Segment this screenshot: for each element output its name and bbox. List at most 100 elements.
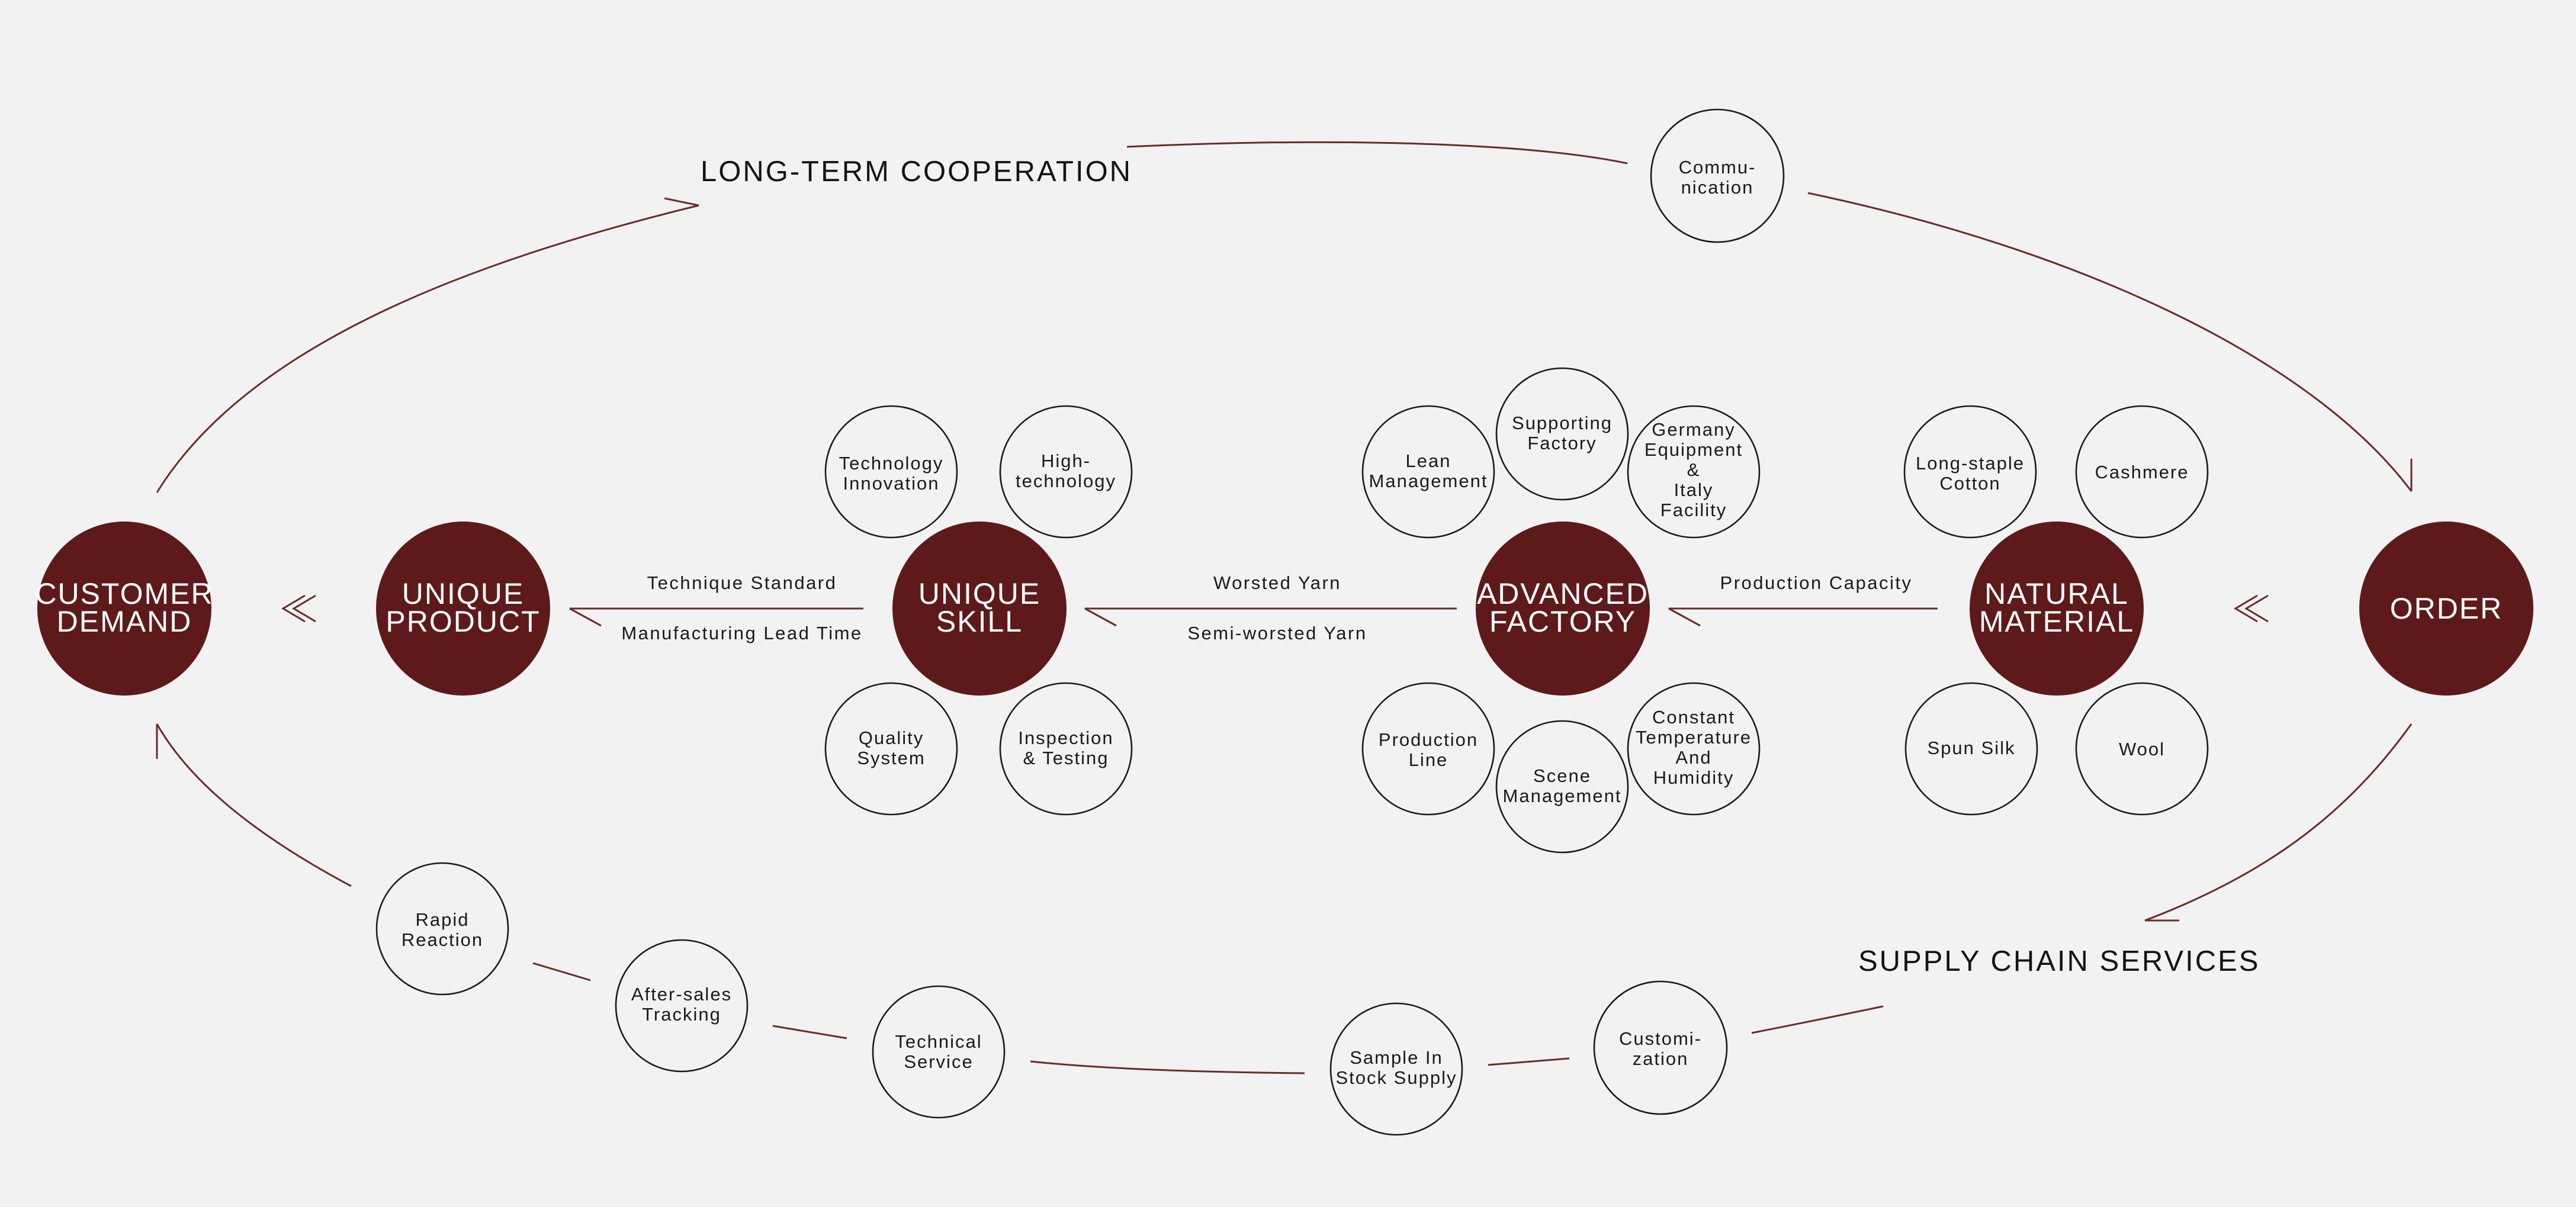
arrowhead-cooperation bbox=[664, 197, 699, 207]
main-node-customer-demand: CUSTOMER DEMAND bbox=[35, 522, 213, 696]
node-quality-system: Quality System bbox=[824, 682, 958, 816]
svg-text:And: And bbox=[1675, 747, 1711, 768]
connector-order-to-supply-chain bbox=[2144, 723, 2413, 922]
node-sample-in-stock-supply: Sample In Stock Supply bbox=[1329, 1002, 1463, 1136]
node-scene-management: Scene Management bbox=[1495, 720, 1629, 854]
svg-text:Lean: Lean bbox=[1406, 450, 1451, 471]
svg-text:technology: technology bbox=[1016, 471, 1116, 491]
svg-text:Innovation: Innovation bbox=[843, 473, 939, 494]
edge-label-production-capacity: Production Capacity bbox=[1720, 572, 1913, 593]
node-constant-temperature-humidity: Constant Temperature And Humidity bbox=[1627, 682, 1761, 816]
arrow-skill-to-product bbox=[569, 607, 863, 627]
node-high-technology: High- technology bbox=[999, 405, 1133, 539]
svg-text:NATURAL: NATURAL bbox=[1984, 577, 2129, 610]
node-spun-silk: Spun Silk bbox=[1904, 682, 2038, 816]
svg-text:ORDER: ORDER bbox=[2390, 592, 2503, 625]
double-chevron-icon bbox=[2234, 594, 2269, 623]
node-germany-equipment-italy-facility: Germany Equipment & Italy Facility bbox=[1627, 405, 1761, 539]
node-wool: Wool bbox=[2075, 682, 2209, 816]
svg-text:Tracking: Tracking bbox=[642, 1004, 721, 1025]
svg-text:Germany: Germany bbox=[1652, 419, 1735, 440]
svg-text:UNIQUE: UNIQUE bbox=[918, 577, 1040, 610]
connector-sample-to-technical bbox=[1030, 1060, 1305, 1074]
main-node-natural-material: NATURAL MATERIAL bbox=[1970, 522, 2144, 696]
connector-demand-to-cooperation bbox=[156, 204, 699, 493]
svg-text:Cotton: Cotton bbox=[1939, 473, 2000, 494]
svg-text:Supporting: Supporting bbox=[1512, 413, 1613, 433]
node-production-line: Production Line bbox=[1361, 682, 1495, 816]
svg-text:High-: High- bbox=[1041, 450, 1091, 471]
svg-text:Production: Production bbox=[1379, 729, 1478, 750]
svg-text:Quality: Quality bbox=[859, 728, 924, 748]
connector-cooperation-to-communication bbox=[1126, 141, 1628, 165]
svg-text:Humidity: Humidity bbox=[1653, 767, 1735, 788]
svg-text:FACTORY: FACTORY bbox=[1489, 605, 1636, 638]
edge-label-manufacturing-lead-time: Manufacturing Lead Time bbox=[621, 623, 862, 643]
edge-label-semi-worsted-yarn: Semi-worsted Yarn bbox=[1187, 623, 1367, 643]
svg-text:Cashmere: Cashmere bbox=[2095, 462, 2189, 482]
svg-text:After-sales: After-sales bbox=[631, 984, 732, 1005]
arrow-material-to-factory bbox=[1668, 607, 1938, 627]
node-communication: Commu- nication bbox=[1650, 108, 1785, 243]
connector-customization-to-sample bbox=[1488, 1057, 1570, 1066]
svg-text:Italy: Italy bbox=[1674, 479, 1714, 500]
svg-text:Technology: Technology bbox=[839, 453, 944, 474]
node-after-sales-tracking: After-sales Tracking bbox=[615, 939, 749, 1073]
node-rapid-reaction: Rapid Reaction bbox=[375, 862, 509, 996]
svg-text:System: System bbox=[857, 748, 925, 768]
svg-text:zation: zation bbox=[1633, 1048, 1689, 1069]
heading-supply-chain-services: SUPPLY CHAIN SERVICES bbox=[1858, 945, 2260, 977]
svg-text:& Testing: & Testing bbox=[1023, 748, 1109, 768]
node-lean-management: Lean Management bbox=[1361, 405, 1495, 539]
edge-label-technique-standard: Technique Standard bbox=[647, 572, 837, 593]
svg-text:MATERIAL: MATERIAL bbox=[1979, 605, 2134, 638]
svg-text:Technical: Technical bbox=[895, 1031, 982, 1052]
svg-text:Stock Supply: Stock Supply bbox=[1336, 1067, 1457, 1088]
node-inspection-testing: Inspection & Testing bbox=[999, 682, 1133, 816]
node-customization: Customi- zation bbox=[1593, 980, 1728, 1115]
svg-text:Wool: Wool bbox=[2119, 739, 2165, 759]
node-long-staple-cotton: Long-staple Cotton bbox=[1903, 405, 2037, 539]
heading-long-term-cooperation: LONG-TERM COOPERATION bbox=[701, 156, 1132, 188]
connector-technical-to-aftersales bbox=[772, 1025, 847, 1039]
arrow-factory-to-skill bbox=[1084, 607, 1457, 627]
connector-aftersales-to-rapid bbox=[532, 962, 591, 981]
svg-text:Spun Silk: Spun Silk bbox=[1928, 738, 2016, 758]
svg-text:Inspection: Inspection bbox=[1018, 728, 1113, 748]
svg-text:UNIQUE: UNIQUE bbox=[402, 577, 524, 610]
svg-text:&: & bbox=[1687, 459, 1701, 480]
main-node-advanced-factory: ADVANCED FACTORY bbox=[1476, 522, 1650, 696]
svg-text:Long-staple: Long-staple bbox=[1916, 453, 2025, 474]
svg-text:Management: Management bbox=[1369, 471, 1488, 491]
connector-communication-to-order bbox=[1807, 192, 2413, 492]
svg-text:ADVANCED: ADVANCED bbox=[1477, 577, 1649, 610]
node-technology-innovation: Technology Innovation bbox=[824, 405, 958, 539]
svg-text:Service: Service bbox=[904, 1051, 973, 1072]
main-node-order: ORDER bbox=[2359, 522, 2533, 696]
main-node-unique-product: UNIQUE PRODUCT bbox=[376, 522, 550, 696]
svg-text:Scene: Scene bbox=[1533, 765, 1591, 786]
svg-text:Management: Management bbox=[1503, 786, 1622, 806]
svg-text:CUSTOMER: CUSTOMER bbox=[35, 577, 213, 610]
svg-text:Reaction: Reaction bbox=[402, 929, 483, 950]
node-cashmere: Cashmere bbox=[2075, 405, 2209, 539]
main-flow-arrows bbox=[281, 594, 2269, 627]
svg-text:DEMAND: DEMAND bbox=[57, 605, 192, 638]
main-node-unique-skill: UNIQUE SKILL bbox=[892, 522, 1067, 696]
connector-supply-chain-to-customization bbox=[1751, 1005, 1884, 1034]
svg-text:Commu-: Commu- bbox=[1679, 157, 1756, 178]
svg-text:SKILL: SKILL bbox=[936, 605, 1023, 638]
svg-text:Temperature: Temperature bbox=[1636, 727, 1752, 748]
node-technical-service: Technical Service bbox=[872, 985, 1006, 1119]
svg-text:Customi-: Customi- bbox=[1619, 1028, 1702, 1049]
connector-rapid-to-demand bbox=[156, 723, 352, 887]
svg-text:Rapid: Rapid bbox=[416, 909, 470, 930]
edge-label-worsted-yarn: Worsted Yarn bbox=[1213, 572, 1341, 593]
svg-text:Constant: Constant bbox=[1652, 707, 1735, 728]
svg-text:Sample In: Sample In bbox=[1350, 1047, 1443, 1068]
svg-text:nication: nication bbox=[1681, 177, 1754, 198]
svg-text:Equipment: Equipment bbox=[1644, 439, 1743, 460]
double-chevron-icon bbox=[281, 594, 316, 623]
svg-text:Line: Line bbox=[1409, 749, 1448, 770]
